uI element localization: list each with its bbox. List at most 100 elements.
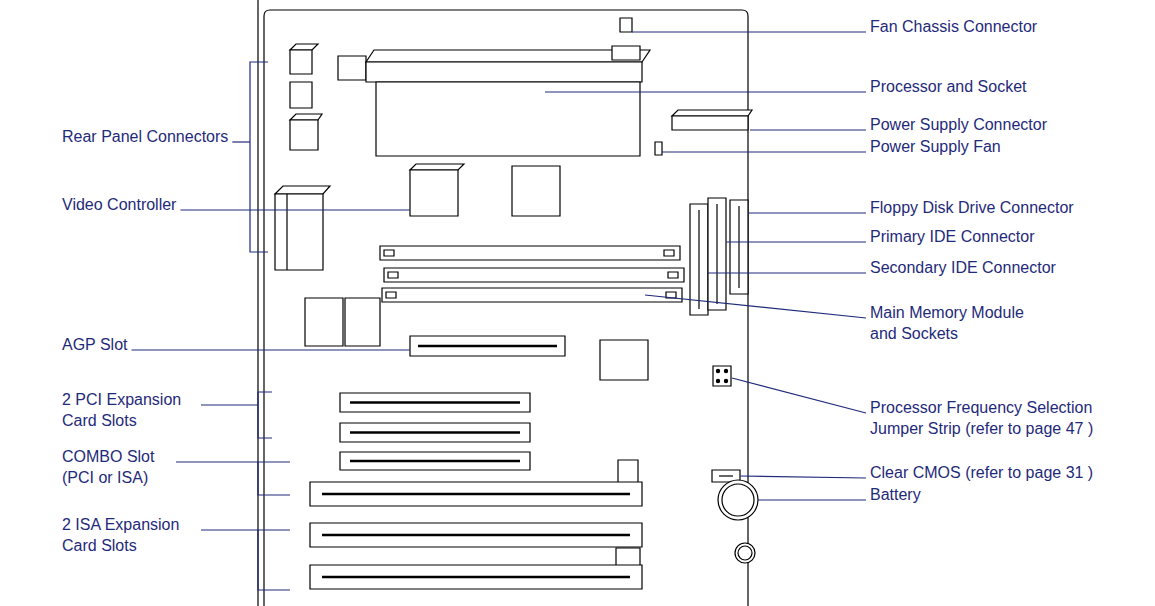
part-label: Battery [870,484,921,505]
bracket [258,462,290,495]
isa-slot [310,523,642,547]
bracket [258,530,290,590]
socket-lever [612,46,640,60]
leader-line [758,499,866,500]
jumper-pin [716,379,719,382]
part-label: Processor and Socket [870,76,1027,97]
rear-connector [275,186,330,194]
part-label: Power Supply Connector [870,114,1047,135]
part-label: Fan Chassis Connector [870,16,1037,37]
rear-connector [290,114,322,120]
part-label: Video Controller [62,194,176,215]
bracket [258,392,272,438]
pci-slot [340,452,530,470]
part-label: Primary IDE Connector [870,226,1035,247]
pci-slot [340,423,530,442]
isa-slot [322,493,630,496]
video-chip [410,170,458,216]
leader-line [232,141,250,142]
board-outline [258,0,748,606]
jumper-strip [713,366,731,386]
ide-connector [708,198,726,310]
video-chip [410,164,464,170]
board-parts [250,0,758,606]
isa-slot [322,534,630,537]
leader-line [748,212,866,213]
leader-line [726,241,866,242]
rear-connector [275,194,323,270]
processor-socket [366,62,642,82]
capacitor [738,546,752,560]
part-label: COMBO Slot (PCI or ISA) [62,446,172,488]
battery [722,484,754,516]
leader-line [740,476,866,478]
pci-slot [340,393,530,412]
chip [512,166,560,216]
part-label: Clear CMOS (refer to page 31 ) [870,462,1093,483]
memory-socket [384,268,684,282]
part-label: AGP Slot [62,334,128,355]
fan-connector [620,18,632,32]
rear-connector [290,44,318,50]
part-label: Power Supply Fan [870,136,1001,157]
part-label: 2 PCI Expansion Card Slots [62,389,197,431]
leader-line [176,461,258,462]
isa-slot [322,576,630,579]
leader-line [662,151,866,152]
chip [305,298,343,346]
leader-line [750,129,866,130]
part-label: Floppy Disk Drive Connector [870,197,1074,218]
processor-socket [366,50,650,62]
pci-slot [350,431,520,434]
fan-connector [655,142,662,155]
cmos-jumper [719,475,733,476]
isa-slot [310,565,642,589]
bracket [250,62,268,252]
ide-connector [698,210,699,309]
memory-clip [664,250,674,256]
part-label: 2 ISA Expansion Card Slots [62,514,197,556]
capacitor [735,543,755,563]
power-connector [672,110,752,116]
memory-clip [386,292,396,298]
memory-clip [388,272,398,278]
power-connector [672,116,748,130]
ide-connector [690,204,708,315]
floppy-connector [730,200,748,294]
leader-line [132,349,410,350]
memory-socket [382,288,682,302]
jumper-pin [716,369,719,372]
floppy-connector [738,206,739,288]
battery [718,480,758,520]
pci-slot [350,401,520,404]
leader-line [632,31,866,32]
part-label: Secondary IDE Connector [870,257,1056,278]
leader-line [545,91,866,92]
pci-slot [350,460,520,463]
part-label: Processor Frequency Selection Jumper Str… [870,397,1125,439]
rear-connector [290,82,312,108]
memory-clip [384,250,394,256]
processor [376,82,640,156]
socket-lever [338,56,366,80]
leader-line [645,295,866,318]
isa-slot [310,482,642,506]
ide-connector [716,204,717,304]
jumper-pin [724,369,727,372]
memory-clip [668,272,678,278]
chip [600,340,648,380]
leader-line [180,209,410,210]
rear-connector [290,50,312,74]
leader-line [732,378,866,413]
agp-slot [410,336,565,356]
jumper-pin [724,379,727,382]
leader-line [201,404,258,405]
leader-line [708,272,866,273]
leader-line [201,529,258,530]
rear-connector [286,194,287,270]
memory-socket [380,246,680,260]
agp-slot [418,345,557,348]
chip [345,298,380,346]
